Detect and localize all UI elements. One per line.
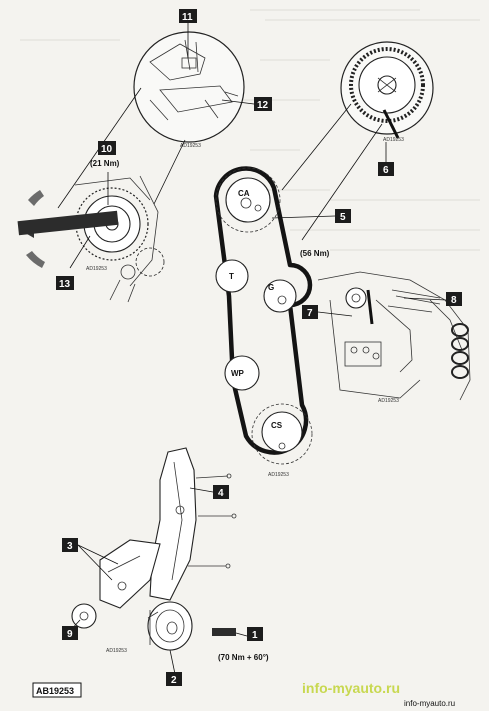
torque-bolt-1: (70 Nm + 60°) bbox=[218, 653, 269, 662]
svg-text:8: 8 bbox=[451, 295, 457, 306]
figure-ref-box: AB19253 bbox=[32, 682, 82, 698]
water-pump-pulley bbox=[224, 355, 260, 391]
callout-11: 11 bbox=[179, 9, 197, 23]
torque-bolt-10: (21 Nm) bbox=[90, 159, 120, 168]
inset-top-detail: AD19253 bbox=[133, 31, 245, 149]
crank-pulley-2 bbox=[147, 601, 193, 651]
callout-6: 6 bbox=[378, 162, 394, 176]
svg-text:13: 13 bbox=[59, 279, 71, 290]
inset-top-ref: AD19253 bbox=[180, 143, 201, 149]
callout-12: 12 bbox=[254, 97, 272, 111]
svg-text:1: 1 bbox=[252, 630, 258, 641]
background-print bbox=[20, 9, 480, 251]
water-pump-label: WP bbox=[231, 369, 245, 378]
idler-label: G bbox=[268, 283, 274, 292]
timing-belt bbox=[213, 166, 313, 455]
watermark: info-myauto.ru info-myauto.ru bbox=[302, 680, 455, 708]
idler-pulley bbox=[263, 279, 297, 313]
callout-7: 7 bbox=[302, 305, 318, 319]
svg-text:AB19253: AB19253 bbox=[36, 686, 74, 696]
svg-text:info-myauto.ru: info-myauto.ru bbox=[404, 699, 455, 708]
callout-8: 8 bbox=[446, 292, 462, 306]
svg-text:2: 2 bbox=[171, 675, 177, 686]
svg-text:5: 5 bbox=[340, 212, 346, 223]
camshaft-pulley bbox=[225, 177, 271, 223]
svg-text:11: 11 bbox=[182, 12, 193, 23]
svg-text:7: 7 bbox=[307, 308, 313, 319]
inset-right-detail: AD19253 bbox=[340, 41, 434, 143]
svg-text:12: 12 bbox=[257, 100, 269, 111]
torque-idler: (56 Nm) bbox=[300, 249, 330, 258]
svg-text:10: 10 bbox=[101, 144, 113, 155]
belt-ref: AD19253 bbox=[268, 472, 289, 478]
svg-text:6: 6 bbox=[383, 165, 389, 176]
tensioner-label: T bbox=[229, 272, 234, 281]
crankshaft-label: CS bbox=[271, 421, 283, 430]
inset-left-ref: AD19253 bbox=[86, 266, 107, 272]
callout-13: 13 bbox=[56, 276, 74, 290]
callout-2: 2 bbox=[166, 672, 182, 686]
svg-text:info-myauto.ru: info-myauto.ru bbox=[302, 680, 400, 696]
inset-right-ref: AD19253 bbox=[383, 137, 404, 143]
callout-4: 4 bbox=[213, 485, 229, 499]
crankshaft-pulley bbox=[261, 411, 303, 453]
inset-left-detail: AD19253 (21 Nm) bbox=[17, 159, 165, 303]
svg-text:9: 9 bbox=[67, 629, 73, 640]
timing-covers: AD19253 (70 Nm + 60°) bbox=[71, 447, 269, 662]
svg-text:3: 3 bbox=[67, 541, 73, 552]
crank-bolt-1 bbox=[212, 628, 236, 636]
cover-ref: AD19253 bbox=[106, 648, 127, 654]
engine-detail-right: AD19253 bbox=[317, 271, 471, 404]
callout-5: 5 bbox=[335, 209, 351, 223]
callout-10: 10 bbox=[98, 141, 116, 155]
callout-9: 9 bbox=[62, 626, 78, 640]
engine-ref: AD19253 bbox=[378, 398, 399, 404]
camshaft-label: CA bbox=[238, 189, 250, 198]
tensioner-pulley bbox=[215, 259, 249, 293]
callout-1: 1 bbox=[247, 627, 263, 641]
svg-text:4: 4 bbox=[218, 488, 224, 499]
callout-3: 3 bbox=[62, 538, 78, 552]
belt-layout: CA T G (56 Nm) WP CS AD19253 bbox=[213, 166, 330, 478]
